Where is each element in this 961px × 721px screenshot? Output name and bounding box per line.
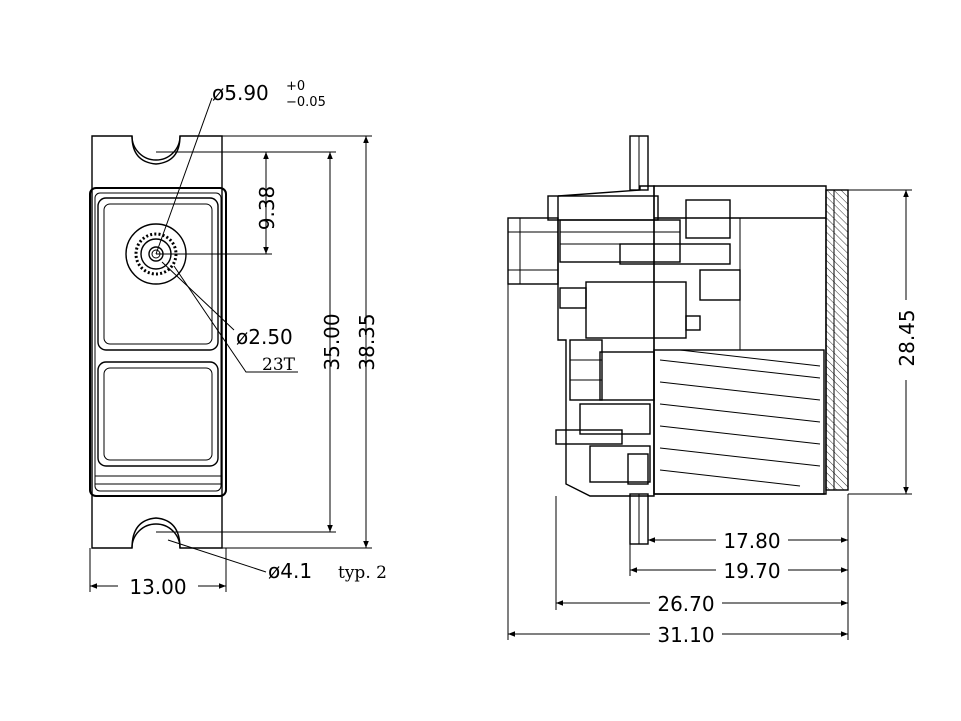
front-view: 38.35 35.00 9.38 ø5.90 +0 −0.05 ø2.50 23… — [89, 79, 387, 599]
output-tol-upper: +0 — [286, 79, 305, 94]
leader-teeth — [173, 265, 298, 373]
hole-diameter: ø2.50 — [236, 325, 293, 349]
dim-width: 13.00 — [129, 575, 186, 599]
spline-teeth: 23T — [262, 355, 296, 375]
lower-section-inner — [103, 367, 213, 461]
leader-hole — [161, 261, 235, 331]
top-cover-inner — [103, 203, 213, 345]
side-view: 28.45 17.80 19.70 26.70 31.10 — [507, 135, 919, 647]
gear-train — [547, 195, 741, 485]
top-cover — [97, 197, 219, 351]
mount-hole-top — [131, 135, 181, 165]
leader-mount-hole — [167, 539, 267, 573]
dim-side-31: 31.10 — [657, 623, 714, 647]
dim-side-26: 26.70 — [657, 592, 714, 616]
side-housing-outline — [557, 185, 655, 497]
case-inner — [94, 192, 222, 492]
dim-side-19: 19.70 — [723, 559, 780, 583]
case-outline — [89, 187, 227, 497]
mount-hole-note: typ. 2 — [338, 563, 387, 583]
output-shaft-left — [507, 217, 559, 285]
motor-windings — [659, 349, 821, 487]
lower-section — [97, 361, 219, 467]
dim-side-17: 17.80 — [723, 529, 780, 553]
leader-output — [155, 97, 213, 255]
dim-hole-pitch: 35.00 — [320, 313, 344, 370]
dim-total-height: 38.35 — [355, 313, 379, 370]
output-tol-lower: −0.05 — [286, 95, 326, 110]
mount-hole-bottom — [131, 517, 181, 549]
end-cap — [825, 189, 849, 491]
mount-hole-diameter: ø4.1 — [268, 559, 312, 583]
output-diameter: ø5.90 — [212, 81, 269, 105]
dim-side-height: 28.45 — [895, 309, 919, 366]
dim-spline-offset: 9.38 — [255, 186, 279, 231]
